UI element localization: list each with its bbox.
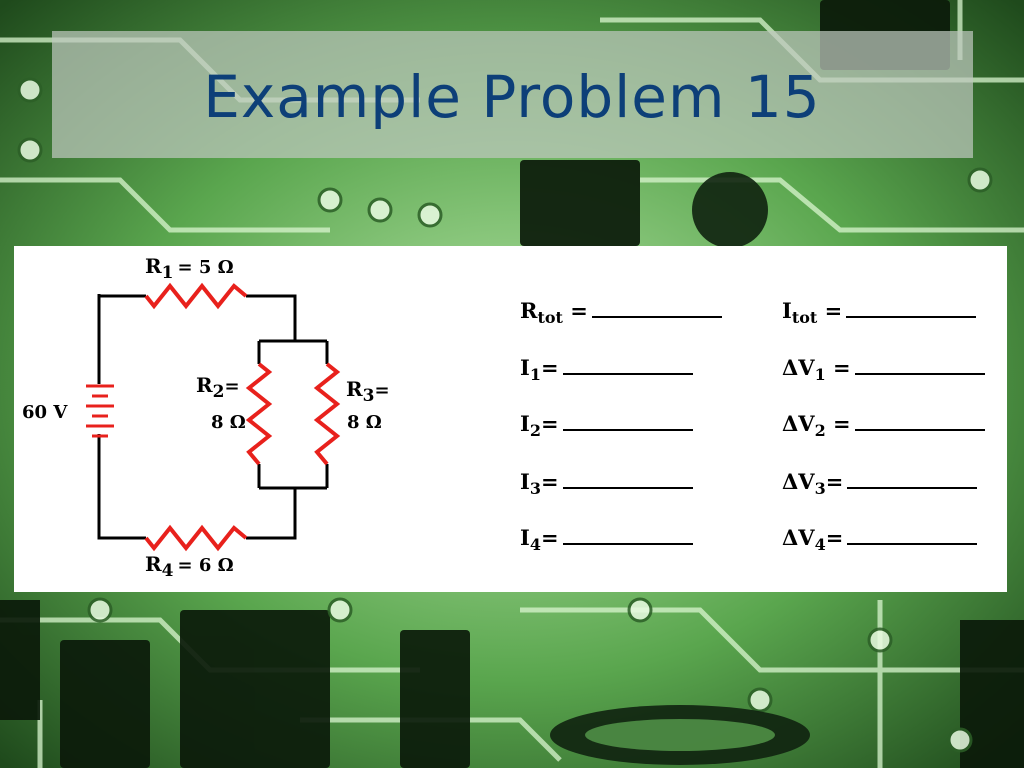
answer-blank[interactable] — [562, 529, 693, 545]
battery-label: 60 V — [22, 402, 68, 423]
eq-i2: I2= — [520, 412, 693, 440]
eq-r-tot: Rtot = — [520, 299, 722, 327]
resistor-r4 — [144, 524, 248, 552]
answer-blank[interactable] — [591, 302, 722, 318]
resistor-r2 — [245, 362, 273, 466]
r4-label: R4= 6 Ω — [145, 552, 234, 581]
battery-symbol — [86, 384, 114, 438]
answer-blank[interactable] — [562, 415, 693, 431]
r3-label: R3= — [346, 377, 390, 406]
eq-i-tot: Itot = — [782, 299, 977, 327]
answer-blank[interactable] — [854, 359, 985, 375]
answer-blank[interactable] — [562, 473, 693, 489]
wire-left-bottom — [97, 434, 146, 540]
r2-label: R2= — [196, 373, 240, 402]
answer-blank[interactable] — [846, 302, 977, 318]
r2-value: 8 Ω — [211, 412, 246, 433]
resistor-r3 — [313, 362, 341, 466]
title-band — [52, 31, 973, 158]
answer-blank[interactable] — [854, 415, 985, 431]
resistor-r1 — [144, 282, 248, 310]
wire-top-right — [246, 294, 297, 341]
eq-dv4: ΔV4= — [782, 526, 978, 554]
answer-blank[interactable] — [847, 529, 978, 545]
slide-title: Example Problem 15 — [203, 63, 821, 131]
eq-dv1: ΔV1 = — [782, 356, 985, 384]
circuit-diagram: 60 V R1= 5 Ω R4= 6 Ω R2= 8 Ω R3= 8 Ω — [22, 254, 390, 581]
answer-blank[interactable] — [562, 359, 693, 375]
r3-value: 8 Ω — [347, 412, 382, 433]
eq-dv2: ΔV2 = — [782, 412, 985, 440]
eq-dv3: ΔV3= — [782, 470, 978, 498]
answer-blank[interactable] — [847, 473, 978, 489]
eq-i4: I4= — [520, 526, 693, 554]
eq-i3: I3= — [520, 470, 693, 498]
wire-bottom-right — [246, 488, 297, 540]
eq-i1: I1= — [520, 356, 693, 384]
problem-panel: 60 V R1= 5 Ω R4= 6 Ω R2= 8 Ω R3= 8 Ω Rto… — [14, 246, 1007, 592]
r1-label: R1= 5 Ω — [145, 254, 234, 283]
